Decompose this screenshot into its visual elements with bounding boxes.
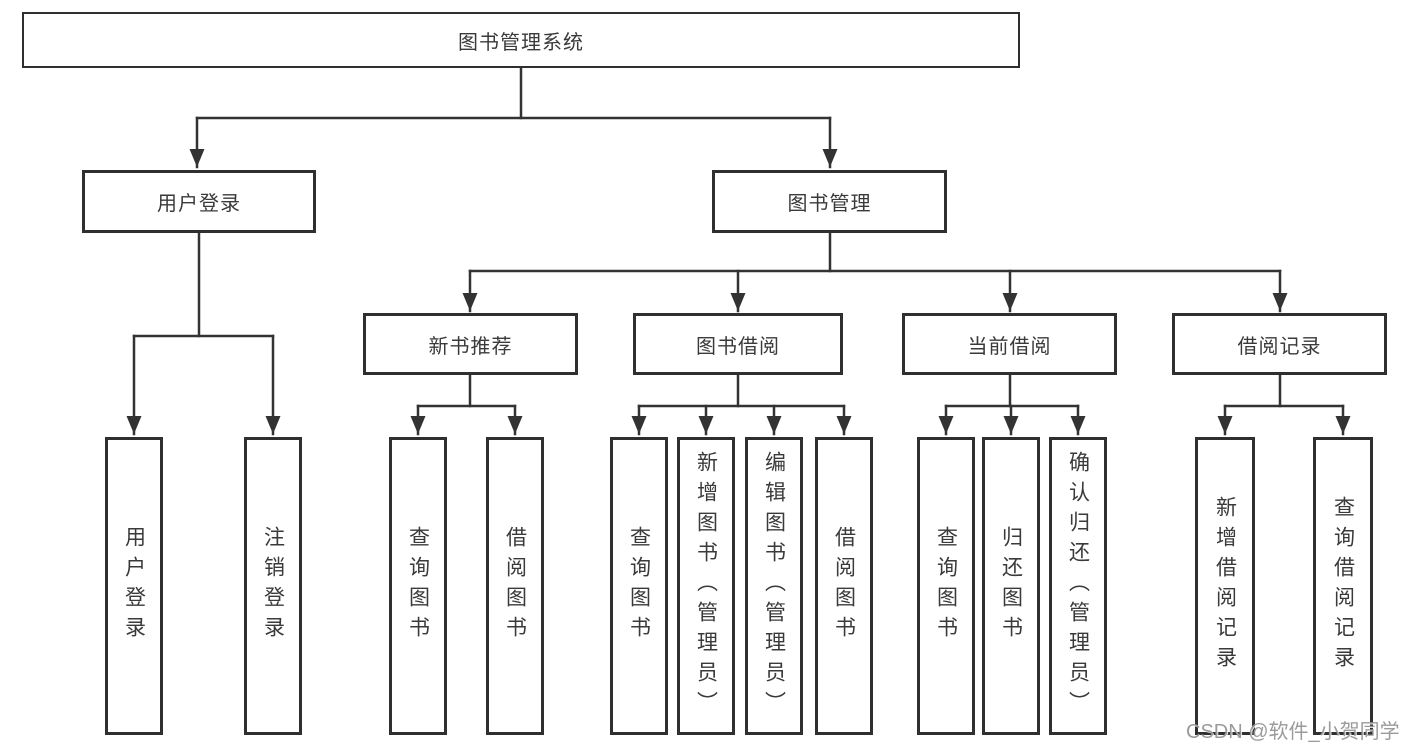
leaf-label: 新增图书（管理员） — [694, 451, 718, 721]
node-new-book-recommendation: 新书推荐 — [363, 313, 578, 375]
node-book-borrowing: 图书借阅 — [633, 313, 843, 375]
node-library-management-system: 图书管理系统 — [22, 12, 1020, 68]
node-label: 当前借阅 — [967, 335, 1052, 358]
node-label: 图书借阅 — [696, 335, 780, 358]
leaf-edit-book-admin: 编辑图书（管理员） — [745, 437, 803, 735]
node-label: 图书管理 — [787, 193, 872, 215]
leaf-query-book-under-current: 查询图书 — [917, 437, 975, 735]
node-label: 借阅记录 — [1237, 335, 1322, 358]
leaf-label: 注销登录 — [261, 526, 285, 646]
node-current-borrowing: 当前借阅 — [902, 313, 1117, 375]
node-label: 图书管理系统 — [458, 31, 584, 54]
leaf-add-book-admin: 新增图书（管理员） — [677, 437, 735, 735]
node-borrowing-records: 借阅记录 — [1172, 313, 1387, 375]
node-user-login: 用户登录 — [82, 170, 316, 233]
leaf-logout: 注销登录 — [244, 437, 302, 735]
leaf-label: 查询图书 — [406, 526, 430, 646]
leaf-query-borrow-record: 查询借阅记录 — [1313, 437, 1373, 735]
csdn-watermark: CSDN @软件_小贺同学 — [1186, 721, 1400, 743]
leaf-query-book-under-recommendation: 查询图书 — [389, 437, 447, 735]
leaf-label: 确认归还（管理员） — [1066, 451, 1090, 721]
leaf-label: 借阅图书 — [832, 526, 856, 646]
node-label: 新书推荐 — [428, 335, 513, 358]
leaf-label: 查询借阅记录 — [1331, 496, 1355, 676]
leaf-label: 用户登录 — [122, 526, 146, 646]
leaf-add-borrow-record: 新增借阅记录 — [1195, 437, 1255, 735]
node-label: 用户登录 — [157, 193, 241, 215]
leaf-label: 归还图书 — [999, 526, 1023, 646]
leaf-label: 借阅图书 — [503, 526, 527, 646]
node-book-management: 图书管理 — [712, 170, 947, 233]
leaf-return-book: 归还图书 — [982, 437, 1040, 735]
leaf-query-book-under-borrowing: 查询图书 — [610, 437, 668, 735]
leaf-label: 查询图书 — [934, 526, 958, 646]
leaf-label: 新增借阅记录 — [1213, 496, 1237, 676]
leaf-confirm-return-admin: 确认归还（管理员） — [1049, 437, 1107, 735]
leaf-user-login: 用户登录 — [105, 437, 163, 735]
leaf-borrow-book-under-recommendation: 借阅图书 — [486, 437, 544, 735]
leaf-borrow-book-under-borrowing: 借阅图书 — [815, 437, 873, 735]
leaf-label: 编辑图书（管理员） — [762, 451, 786, 721]
leaf-label: 查询图书 — [627, 526, 651, 646]
